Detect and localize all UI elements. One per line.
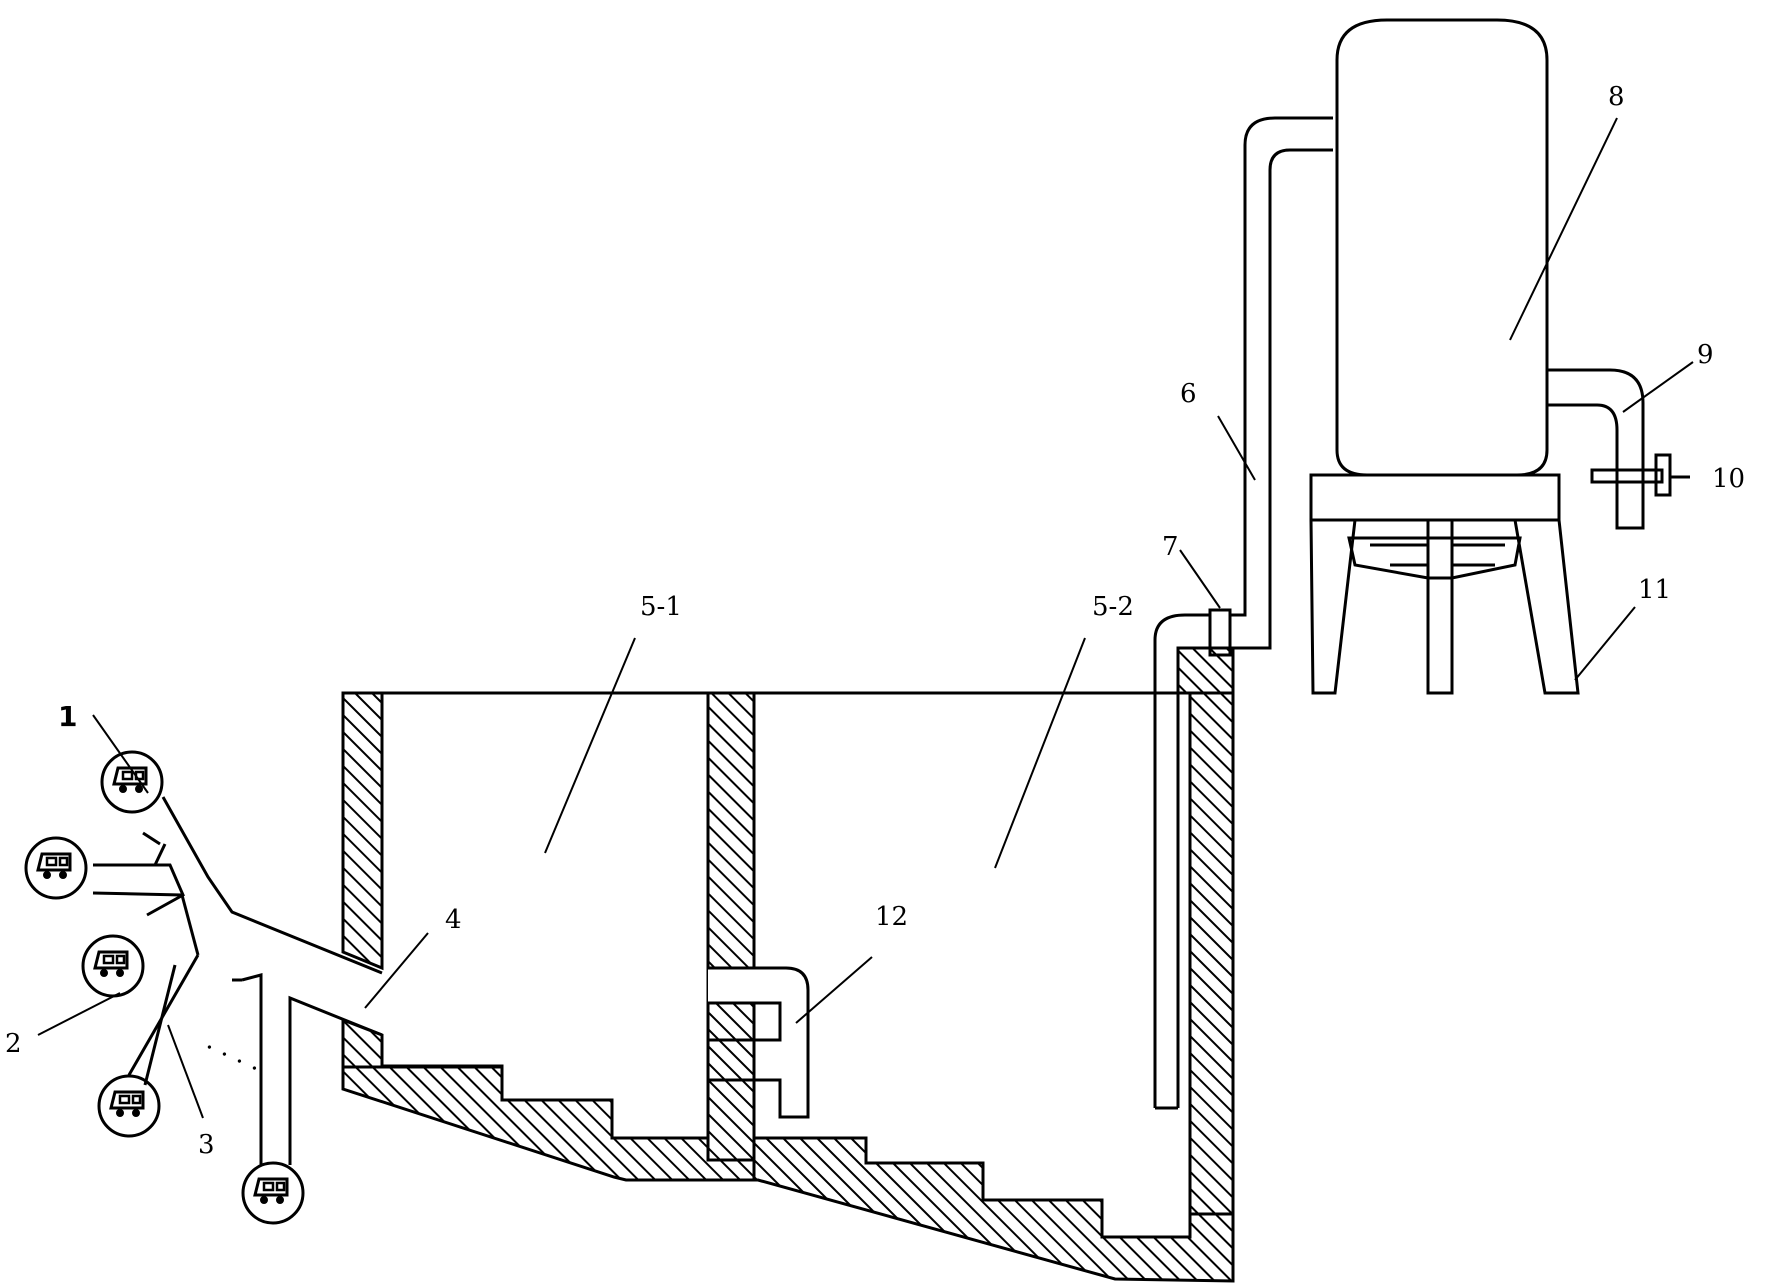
- pump-7: [1208, 608, 1232, 657]
- support-stand-11: [1309, 473, 1580, 695]
- label-7: 7: [1162, 532, 1179, 562]
- vehicle-icon: [112, 766, 148, 795]
- collection-point-4: [97, 1074, 161, 1138]
- label-1: 1: [58, 700, 77, 733]
- leader-lines: [37, 117, 1694, 1119]
- tank-step-outlines: [382, 1065, 1190, 1239]
- collection-point-3: [81, 934, 145, 998]
- sedimentation-tank: [341, 691, 1235, 1283]
- label-3: 3: [198, 1130, 215, 1160]
- valve-10: [1590, 453, 1690, 497]
- label-4: 4: [445, 905, 462, 935]
- label-6: 6: [1180, 379, 1197, 409]
- label-10: 10: [1712, 464, 1745, 494]
- ellipsis-dots: · · · ·: [199, 1033, 264, 1085]
- collection-point-1: [100, 750, 164, 814]
- label-2: 2: [5, 1029, 22, 1059]
- connecting-pipe-12: [706, 966, 810, 1119]
- label-8: 8: [1608, 82, 1625, 112]
- storage-tank-8: [1335, 18, 1549, 477]
- vehicle-icon: [253, 1177, 289, 1206]
- label-12: 12: [875, 902, 908, 932]
- label-9: 9: [1697, 340, 1714, 370]
- vehicle-icon: [109, 1090, 145, 1119]
- vehicle-icon: [93, 950, 129, 979]
- suction-pipe-6: [1153, 116, 1333, 1110]
- label-5-2: 5-2: [1092, 592, 1134, 622]
- label-11: 11: [1638, 575, 1671, 605]
- outlet-pipe-9: [1547, 368, 1645, 530]
- label-5-1: 5-1: [640, 592, 682, 622]
- vehicle-icon: [36, 852, 72, 881]
- collection-point-2: [24, 836, 88, 900]
- collection-point-5: [241, 1161, 305, 1225]
